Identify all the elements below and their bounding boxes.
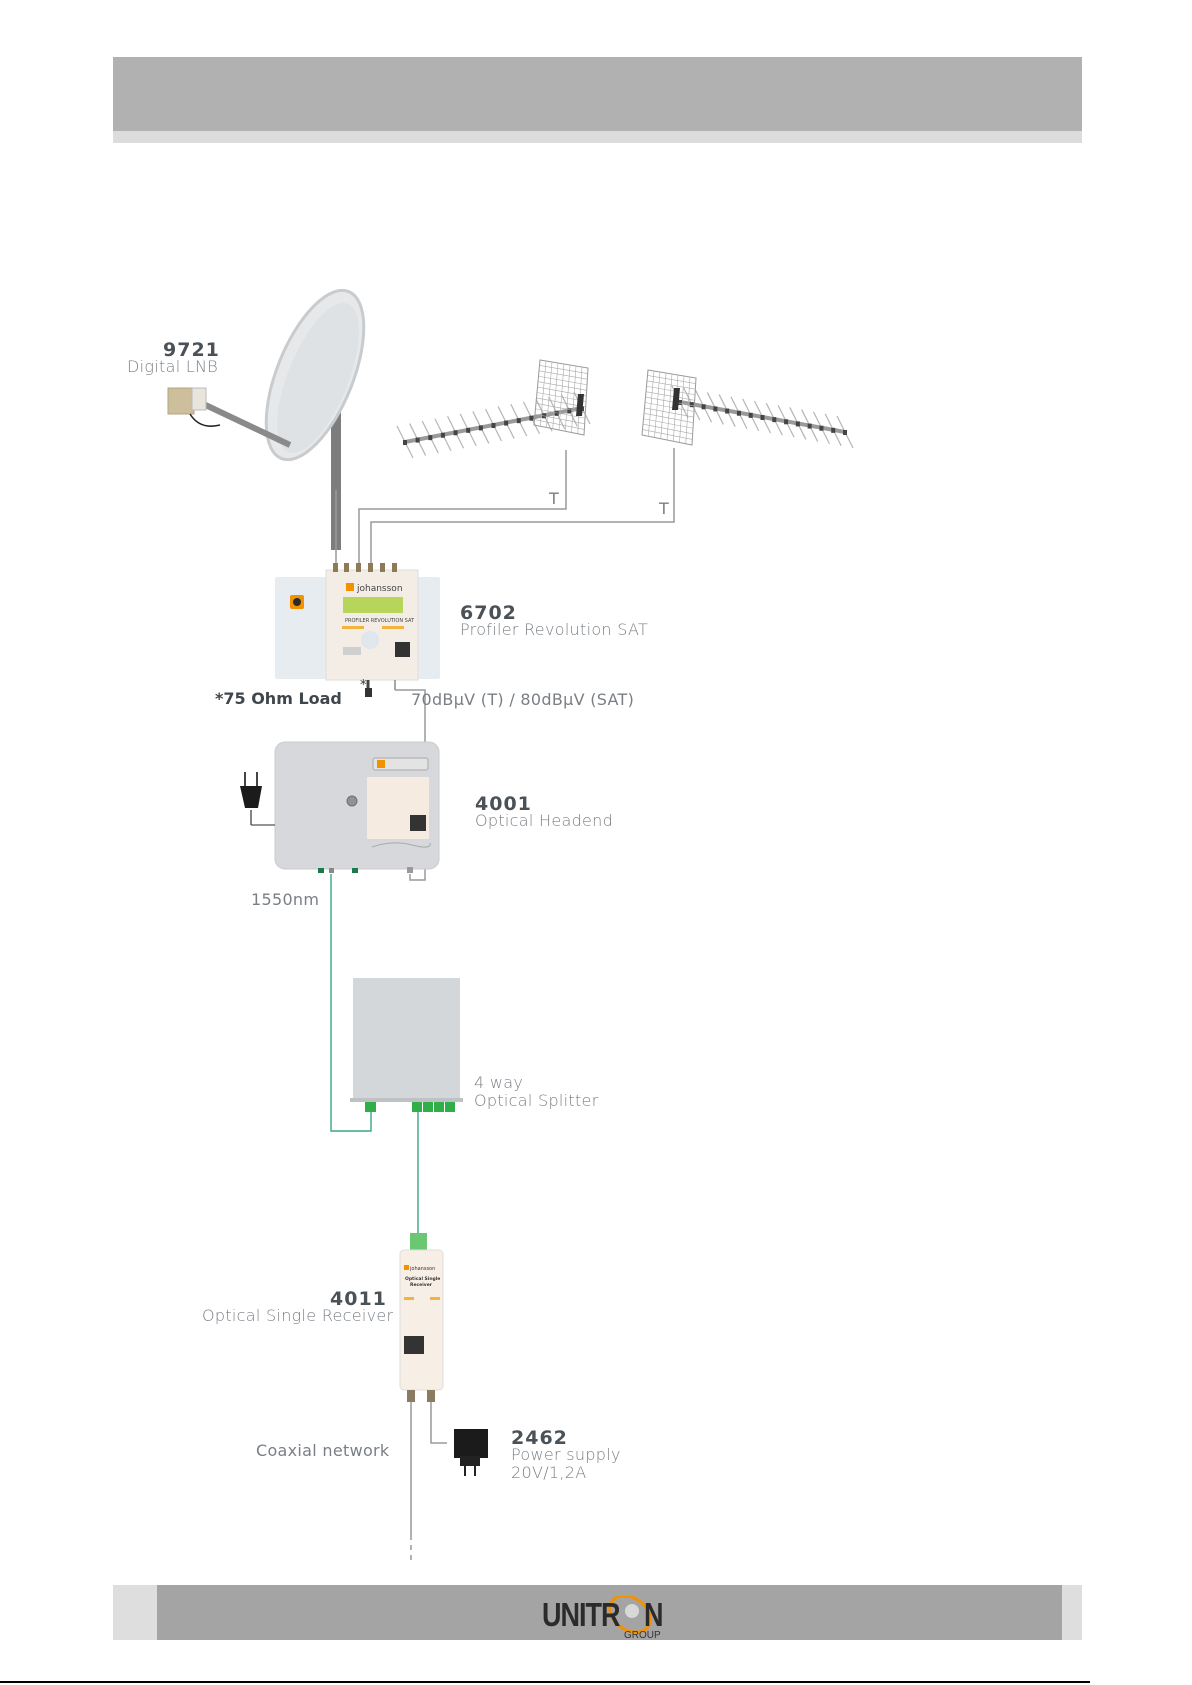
bottom-rule (0, 1681, 1090, 1683)
coax-cable-t1 (359, 450, 566, 565)
fiber-connector-out-1 (412, 1102, 422, 1112)
wavelength-label: 1550nm (251, 890, 319, 909)
svg-text:johansson: johansson (409, 1266, 435, 1272)
splitter-description-line1: 4 way (474, 1074, 523, 1092)
profiler-6702-device: johansson PROFILER REVOLUTION SAT (275, 563, 440, 697)
logo-subtext: GROUP (624, 1630, 661, 1641)
splitter-description-line2: Optical Splitter (474, 1092, 599, 1110)
terrestrial-antenna-icon (642, 370, 853, 448)
receiver-fiber-connector (410, 1233, 427, 1250)
satellite-dish-icon (168, 277, 384, 550)
power-plug-icon (240, 772, 275, 825)
antenna-reflector-grid (642, 370, 696, 445)
terrestrial-antenna-icon (397, 360, 590, 458)
psu-description-line2: 20V/1,2A (511, 1464, 587, 1482)
fiber-connector-out-3 (434, 1102, 444, 1112)
svg-text:johansson: johansson (356, 584, 403, 594)
psu-description-line1: Power supply (511, 1446, 621, 1464)
headend-description: Optical Headend (475, 812, 613, 830)
qr-code-icon (395, 642, 410, 657)
profiler-description: Profiler Revolution SAT (460, 621, 648, 639)
coax-network-label: Coaxial network (256, 1441, 390, 1460)
logo-text: UNITR (542, 1596, 620, 1635)
psu-cable (431, 1402, 447, 1443)
fiber-connector-input (365, 1102, 376, 1112)
optical-splitter-device (350, 978, 463, 1112)
power-supply-icon (454, 1429, 488, 1476)
fiber-connector-out-2 (423, 1102, 433, 1112)
unitron-logo: UNITR N GROUP (542, 1596, 692, 1640)
coax-cables-antennas (336, 448, 674, 565)
coax-cable-t2 (371, 448, 674, 565)
terrestrial-label-2: T (659, 499, 669, 518)
load-note: *75 Ohm Load (215, 689, 342, 708)
receiver-description: Optical Single Receiver (202, 1307, 393, 1325)
control-knob (361, 631, 379, 649)
key-lock-icon (347, 796, 357, 806)
logo-text-end: N (644, 1596, 663, 1635)
load-asterisk: * (360, 678, 367, 693)
antenna-dipole (672, 388, 680, 410)
qr-code-icon (404, 1336, 424, 1354)
svg-text:Optical Single: Optical Single (405, 1276, 440, 1282)
svg-text:Receiver: Receiver (410, 1282, 433, 1288)
output-level-label: 70dBµV (T) / 80dBµV (SAT) (411, 690, 634, 709)
qr-code-icon (410, 815, 426, 831)
lcd-display (343, 597, 403, 613)
lnb-description: Digital LNB (127, 358, 218, 376)
optical-receiver-4011-device: johansson Optical Single Receiver (400, 1233, 443, 1402)
svg-text:PROFILER REVOLUTION SAT: PROFILER REVOLUTION SAT (345, 618, 415, 624)
fiber-connector-out-4 (445, 1102, 455, 1112)
terrestrial-label-1: T (549, 489, 559, 508)
optical-headend-4001-device (275, 742, 439, 873)
